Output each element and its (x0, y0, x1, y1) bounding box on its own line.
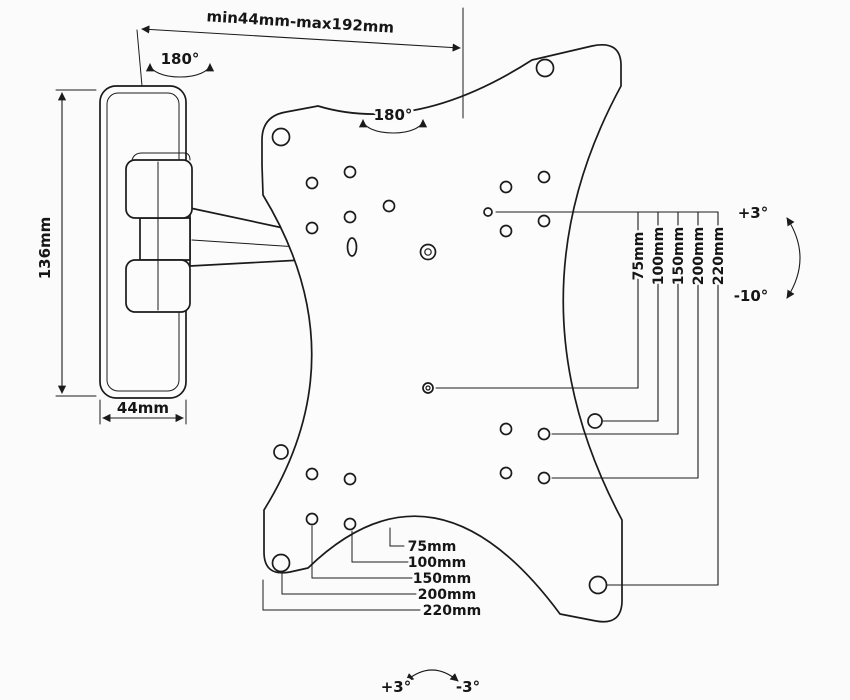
leader-line (281, 571, 417, 595)
bracket-width-label: 44mm (117, 399, 169, 417)
mounting-hole (305, 467, 319, 481)
dimension-right-hole-spacing: 75mm 100mm 150mm 200mm 220mm (435, 211, 730, 586)
right-dim-200: 200mm (691, 227, 707, 285)
swivel-left-label: 180° (161, 50, 200, 68)
tilt-angle-indicator: +3° -10° (731, 202, 801, 308)
dimension-bottom-hole-spacing: 75mm 100mm 150mm 200mm 220mm (262, 525, 484, 622)
tilt-up-label: +3° (738, 204, 769, 222)
corner-hole-top-right (535, 58, 555, 78)
swivel-indicator-left: 180° (145, 48, 215, 78)
tilt-down-label: -10° (734, 287, 769, 305)
mounting-hole (483, 207, 493, 217)
tilt-arc (786, 217, 801, 299)
rotation-plus-label: +3° (381, 678, 412, 696)
center-hole (419, 243, 437, 261)
leader-line (351, 530, 409, 563)
leader-line (262, 579, 421, 611)
rotation-angle-indicator: +3° -3° (378, 669, 483, 699)
extension-line (136, 29, 143, 87)
mounting-hole (343, 165, 357, 179)
mounting-hole (305, 176, 319, 190)
center-hole-inner (424, 248, 432, 256)
mounting-hole (499, 422, 513, 436)
mounting-hole (343, 472, 357, 486)
top-span-label: min44mm-max192mm (206, 7, 395, 36)
corner-hole-top-left (271, 127, 291, 147)
swivel-indicator-center: 180° (358, 104, 428, 134)
center-lower-hole-inner (425, 385, 431, 391)
mounting-hole (382, 199, 396, 213)
dimension-bracket-width: 44mm (99, 397, 187, 425)
right-dim-220: 220mm (711, 227, 727, 285)
mounting-hole (537, 471, 551, 485)
vesa-plate-outline (261, 44, 623, 623)
bracket-height-label: 136mm (36, 217, 54, 280)
hinge-assembly (125, 152, 193, 313)
mounting-hole (343, 210, 357, 224)
mounting-hole (499, 224, 513, 238)
mounting-slot (346, 237, 358, 257)
right-dim-75: 75mm (631, 232, 647, 281)
right-dim-100: 100mm (651, 227, 667, 285)
bottom-dim-100: 100mm (408, 555, 466, 571)
leader-line (311, 525, 413, 579)
swivel-center-label: 180° (374, 106, 413, 124)
bottom-dim-200: 200mm (418, 587, 476, 603)
side-hole-right (587, 413, 603, 429)
mounting-hole (343, 517, 357, 531)
arm-crease-line (191, 239, 299, 248)
corner-hole-bottom-right (588, 575, 608, 595)
hinge-top-face (131, 152, 191, 161)
swivel-arc (145, 63, 215, 78)
hinge-knuckle-upper (125, 159, 193, 219)
bottom-dim-220: 220mm (423, 603, 481, 619)
mounting-hole (499, 466, 513, 480)
center-lower-hole (422, 382, 434, 394)
right-dim-150: 150mm (671, 227, 687, 285)
side-hole-left (273, 444, 289, 460)
bottom-dim-75: 75mm (408, 539, 457, 555)
bottom-dim-150: 150mm (413, 571, 471, 587)
mounting-hole (537, 427, 551, 441)
swivel-arc (358, 119, 428, 134)
corner-hole-bottom-left (271, 553, 291, 573)
mounting-hole (499, 180, 513, 194)
mounting-hole (305, 221, 319, 235)
mounting-hole (305, 512, 319, 526)
rotation-minus-label: -3° (456, 678, 480, 696)
mounting-hole (537, 170, 551, 184)
mounting-hole (537, 214, 551, 228)
dimension-bracket-height: 136mm (34, 89, 97, 397)
hinge-clevis (139, 217, 191, 261)
rotation-arc (405, 669, 459, 682)
leader-line (389, 527, 405, 547)
dimension-line (141, 25, 461, 52)
vesa-plate (261, 44, 623, 623)
